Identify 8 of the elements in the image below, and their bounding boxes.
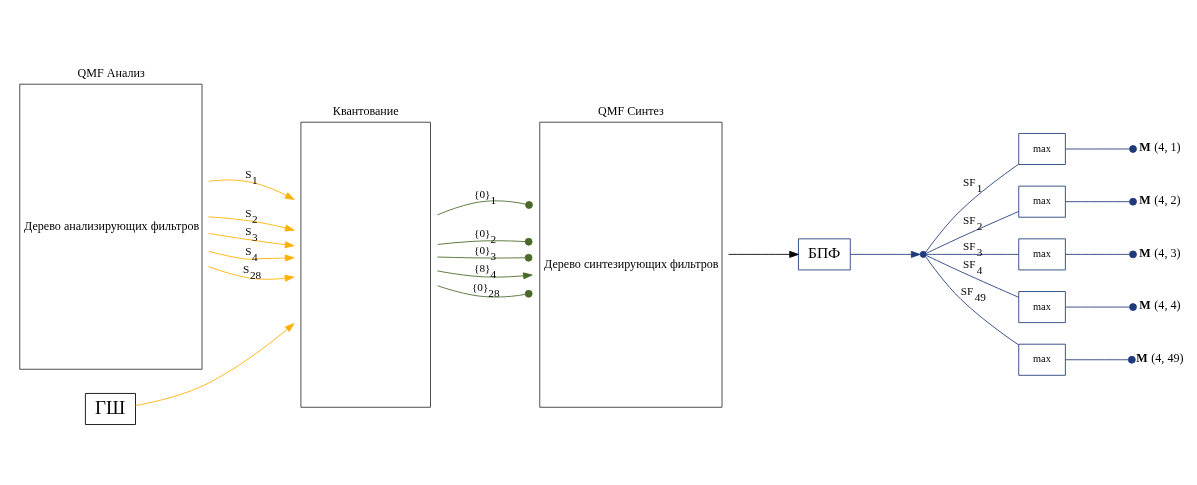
node-text: M (4, 2) <box>1139 193 1181 208</box>
node-label: Квантование <box>332 104 399 119</box>
node-text: M (4, 3) <box>1139 245 1181 260</box>
node-text: M (4, 49) <box>1136 351 1184 366</box>
node-text: M (4, 1) <box>1139 140 1181 155</box>
node-label: QMF Синтез <box>598 104 664 119</box>
node-text: M (4, 4) <box>1139 298 1181 313</box>
node-label: QMF Анализ <box>77 66 145 81</box>
